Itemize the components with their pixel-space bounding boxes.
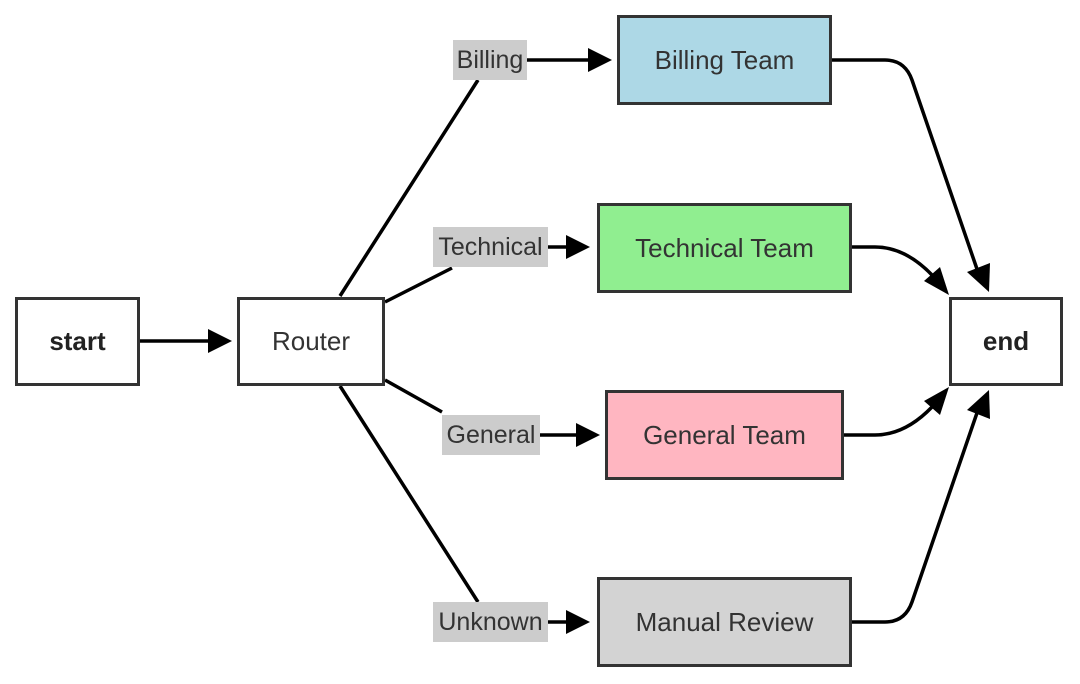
edge-router-manual	[338, 385, 568, 624]
node-end: end	[949, 297, 1063, 386]
edge-label-billing: Billing	[453, 40, 527, 80]
arrowhead-router-manual	[566, 610, 590, 634]
node-billing-team: Billing Team	[617, 15, 832, 105]
arrowhead-general-end	[924, 387, 949, 415]
node-start-label: start	[49, 326, 106, 356]
node-manual-review-label: Manual Review	[635, 606, 814, 637]
arrowhead-start-router	[208, 329, 232, 353]
arrowhead-manual-end	[967, 390, 990, 419]
arrowhead-billing-end	[967, 263, 990, 292]
edge-manual-end	[852, 409, 980, 624]
edge-billing-end	[832, 58, 980, 273]
node-technical-team: Technical Team	[597, 203, 852, 293]
node-end-label: end	[982, 326, 1030, 356]
edge-label-general: General	[442, 415, 540, 455]
node-technical-team-label: Technical Team	[635, 232, 814, 263]
edge-label-unknown: Unknown	[433, 602, 548, 642]
node-general-team: General Team	[605, 390, 844, 480]
node-router-label: Router	[271, 326, 351, 356]
node-general-team-label: General Team	[643, 419, 806, 450]
edge-router-billing	[338, 58, 588, 297]
node-manual-review: Manual Review	[597, 577, 852, 667]
edge-router-technical	[384, 245, 568, 304]
arrowhead-router-general	[576, 423, 600, 447]
edge-technical-end	[852, 245, 934, 277]
arrowhead-technical-end	[924, 267, 949, 295]
edge-general-end	[844, 405, 934, 437]
arrowhead-router-technical	[566, 235, 590, 259]
arrowhead-router-billing	[588, 48, 612, 72]
edge-router-general	[384, 378, 576, 437]
node-billing-team-label: Billing Team	[654, 44, 795, 75]
node-router: Router	[237, 297, 385, 386]
node-start: start	[15, 297, 140, 386]
edge-label-technical: Technical	[433, 227, 548, 267]
